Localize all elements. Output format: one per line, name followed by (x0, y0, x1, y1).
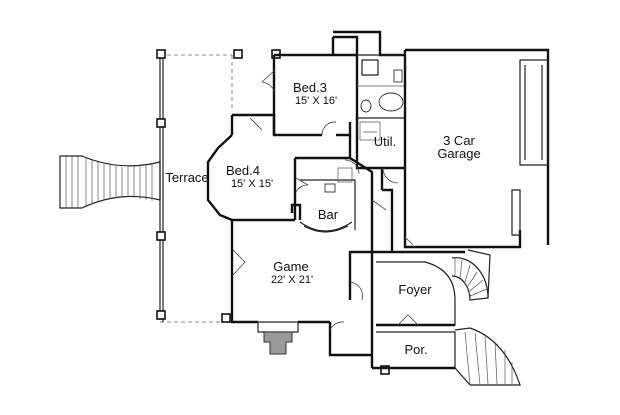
garage-name: 3 Car (443, 133, 475, 148)
bed4-walls (206, 113, 350, 222)
foyer-walls (370, 250, 465, 368)
corridor-walls (348, 135, 394, 252)
bar-walls (290, 159, 360, 233)
bed3-dims: 15' X 16' (295, 95, 337, 107)
terrace-name: Terrace (165, 170, 208, 185)
util-name: Util. (374, 134, 396, 149)
bed4-dims: 15' X 15' (231, 178, 273, 190)
bar-name: Bar (318, 207, 339, 222)
util-walls (355, 118, 405, 190)
bed3-name: Bed.3 (293, 80, 327, 95)
foyer-name: Foyer (398, 282, 432, 297)
spiral-stair (451, 249, 491, 301)
garage-walls (403, 50, 549, 249)
game-walls (230, 220, 372, 357)
columns (156, 49, 390, 375)
game-dims: 22' X 21' (271, 274, 313, 286)
game-name: Game (273, 259, 308, 274)
bed4-name: Bed.4 (226, 163, 260, 178)
terrace-area (159, 54, 233, 323)
porch-walls (372, 327, 521, 386)
garage-name-2: Garage (437, 146, 480, 161)
porch-name: Por. (404, 342, 427, 357)
exterior-stair (59, 155, 161, 209)
bath-area (333, 30, 550, 245)
